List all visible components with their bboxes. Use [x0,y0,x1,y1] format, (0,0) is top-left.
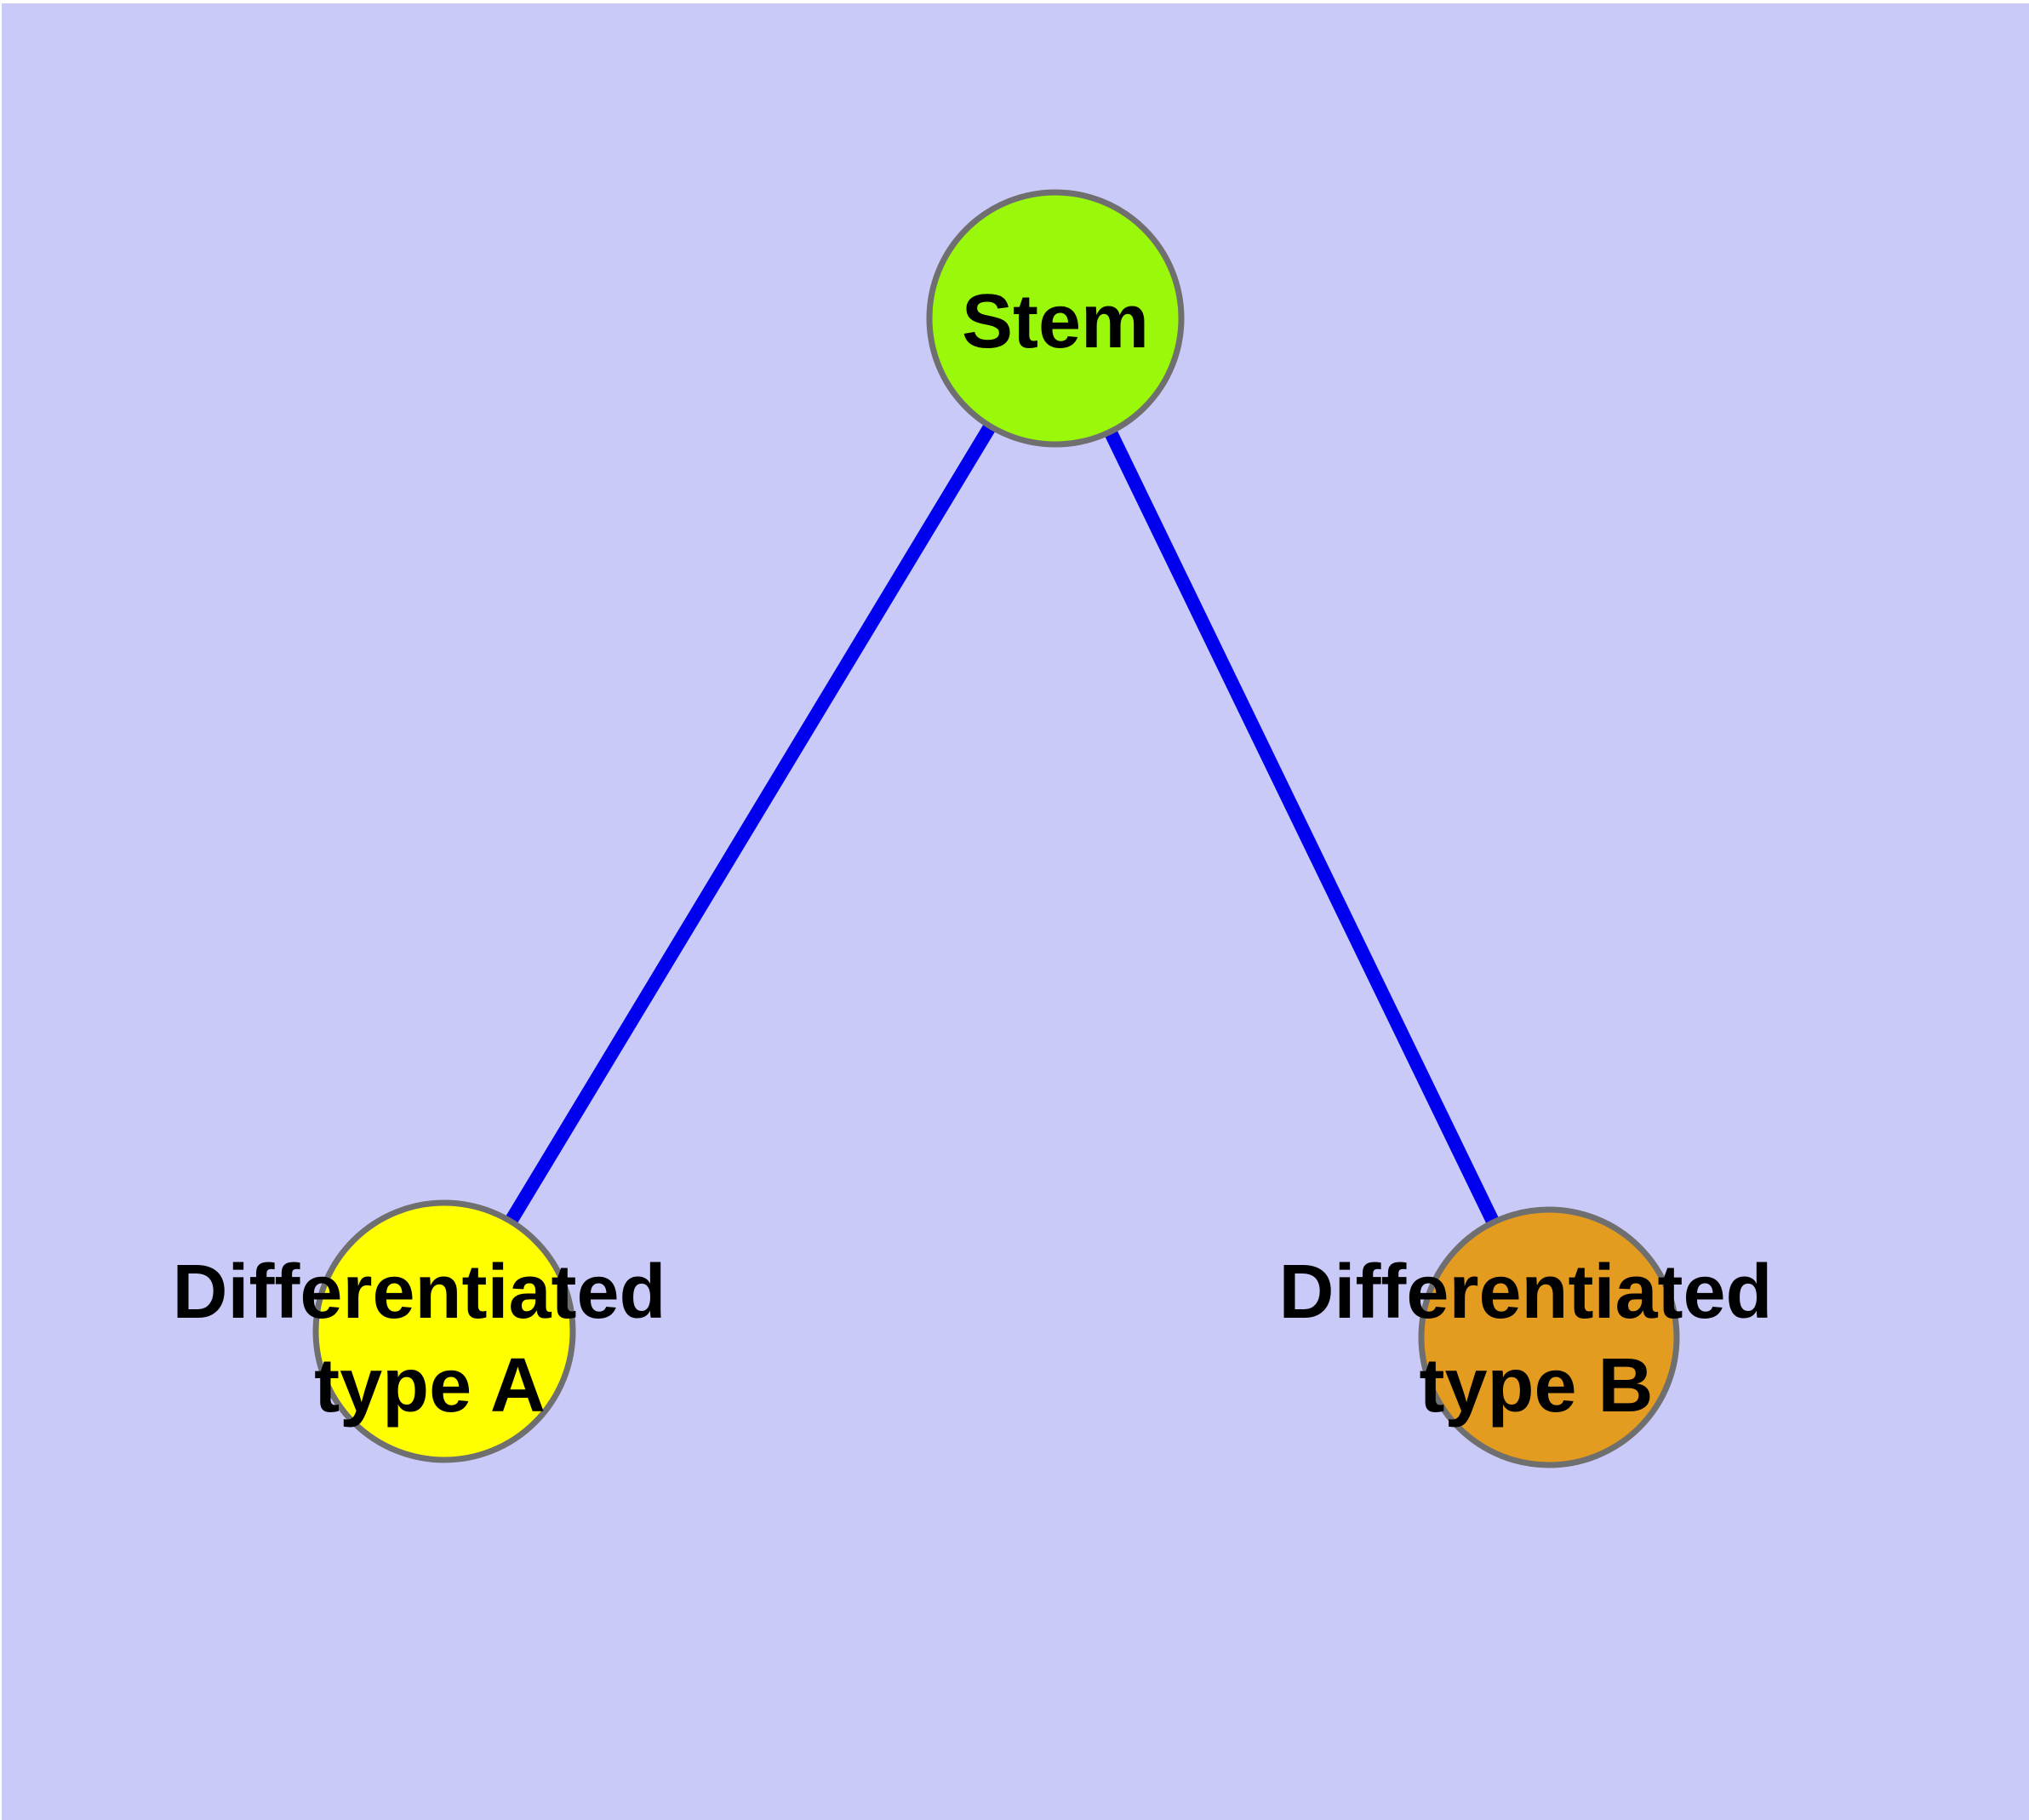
edge-stem-to-type-a [438,314,1061,1336]
node-label-line: Differentiated [1278,1250,1772,1335]
node-stem-label: Stem [962,279,1149,364]
node-label-line: type B [1419,1343,1653,1428]
edge-stem-to-type-b [1049,315,1556,1341]
node-differentiated-type-b-label: Differentiated type B [1278,1250,1793,1428]
node-stem-circle [926,189,1185,448]
node-differentiated-type-b-circle [1418,1206,1680,1468]
node-label-line: type A [314,1343,546,1428]
node-differentiated-type-a-circle [312,1199,576,1463]
node-differentiated-type-a-label: Differentiated type A [172,1250,687,1428]
node-label-line: Differentiated [172,1250,666,1335]
